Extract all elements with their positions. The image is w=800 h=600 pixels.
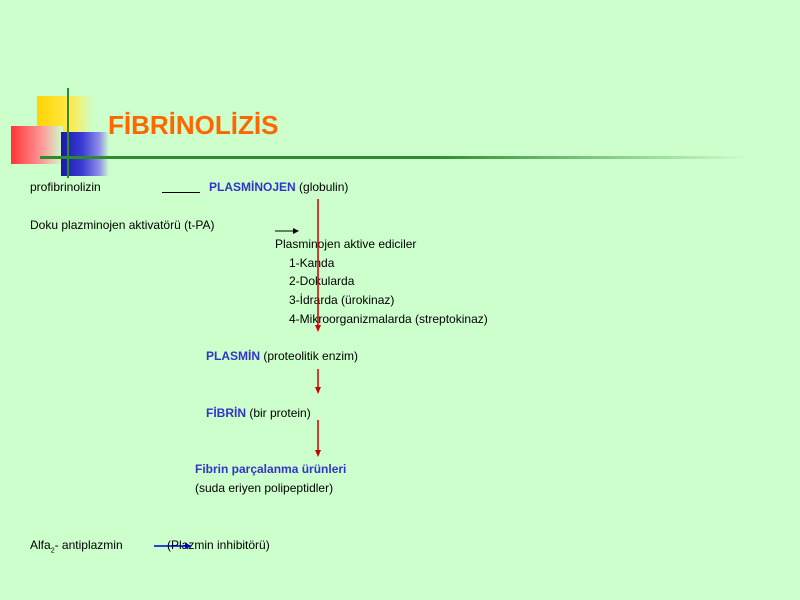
label-profibrinolizin: profibrinolizin [30,180,101,194]
label-tpa: Doku plazminojen aktivatörü (t-PA) [30,218,215,232]
activator-item: 2-Dokularda [289,274,355,288]
title-underline [40,156,750,159]
page-title: FİBRİNOLİZİS [108,110,279,140]
node-products-note: (suda eriyen polipeptidler) [195,481,334,495]
inhibitor-arrow [154,543,192,549]
node-products: Fibrin parçalanma ürünleri [195,462,347,476]
tpa-arrow [275,228,299,234]
node-plasmin: PLASMİN (proteolitik enzim) [206,349,359,363]
decor-blue-square [61,132,109,176]
flow-arrow-fibrin-products [315,420,321,457]
activators-heading: Plasminojen aktive ediciler [275,237,417,251]
node-plasminojen: PLASMİNOJEN (globulin) [209,180,349,194]
flow-arrow-plasminojen-plasmin [315,199,321,332]
activator-item: 4-Mikroorganizmalarda (streptokinaz) [289,312,488,326]
node-fibrin: FİBRİN (bir protein) [206,406,311,420]
activator-item: 3-İdrarda (ürokinaz) [289,293,395,307]
activator-item: 1-Kanda [289,256,335,270]
decor-vertical-line [67,88,69,178]
label-inhibitor: (Plazmin inhibitörü) [167,538,270,552]
flow-arrow-plasmin-fibrin [315,369,321,394]
connector-line [162,192,200,193]
label-alfa2-antiplazmin: Alfa2- antiplazmin [30,538,123,555]
